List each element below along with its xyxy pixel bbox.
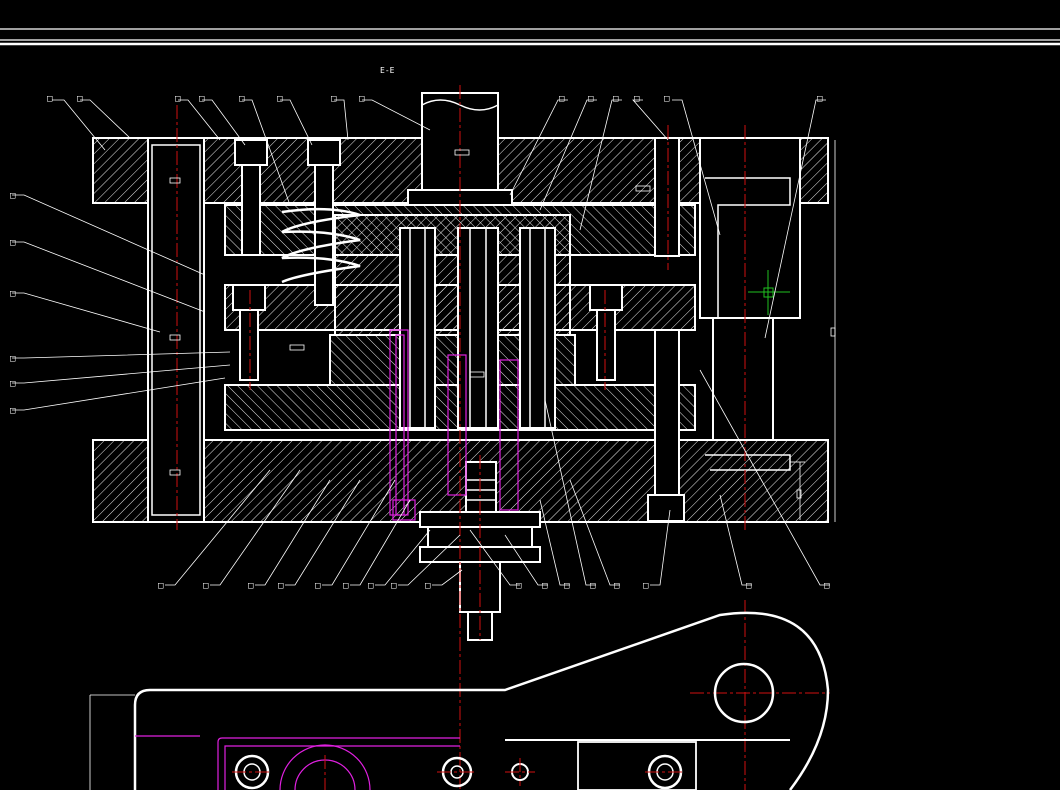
balloon: □: [343, 581, 349, 591]
balloon: □: [391, 581, 397, 591]
cad-cursor: [748, 270, 790, 315]
balloon: □: [10, 379, 16, 389]
balloon: □: [746, 581, 752, 591]
balloon: □: [10, 406, 16, 416]
balloon: □: [559, 94, 565, 104]
balloon: □: [239, 94, 245, 104]
balloon: □: [425, 581, 431, 591]
plan-outline: [133, 611, 830, 790]
guide-post-left: [147, 137, 205, 523]
sheet-border-top: [0, 28, 1060, 46]
side-block-right: [699, 137, 801, 319]
balloon: □: [542, 581, 548, 591]
balloon: □: [664, 94, 670, 104]
balloon: □: [10, 238, 16, 248]
balloon: □: [10, 289, 16, 299]
balloon: □: [158, 581, 164, 591]
balloon: □: [248, 581, 254, 591]
plan-centerlines: [232, 755, 685, 790]
balloon: □: [588, 94, 594, 104]
balloon: □: [564, 581, 570, 591]
balloon: □: [634, 94, 640, 104]
balloon: □: [817, 94, 823, 104]
balloon: □: [199, 94, 205, 104]
balloon: □: [643, 581, 649, 591]
hidden-lines: [389, 329, 519, 521]
leader-lines: [12, 99, 830, 586]
balloon: □: [77, 94, 83, 104]
balloon: □: [516, 581, 522, 591]
balloon: □: [614, 581, 620, 591]
balloon: □: [10, 354, 16, 364]
balloon: □: [175, 94, 181, 104]
die-plan-view: [89, 611, 830, 790]
balloon: □: [331, 94, 337, 104]
balloon: □: [824, 581, 830, 591]
plan-hidden-lines: [135, 735, 460, 790]
balloon: □: [10, 191, 16, 201]
balloon: □: [277, 94, 283, 104]
balloon: □: [590, 581, 596, 591]
centerlines: [176, 85, 830, 790]
balloon: □: [315, 581, 321, 591]
balloon: □: [368, 581, 374, 591]
balloon: □: [47, 94, 53, 104]
spring: [281, 207, 361, 284]
section-label: E-E: [380, 66, 395, 75]
dimension-markers: [169, 140, 836, 522]
item-balloons: □ □ □ □ □ □ □ □ □ □ □ □ □ □ □ □ □ □ □ □ …: [10, 94, 830, 591]
balloon: □: [278, 581, 284, 591]
balloon: □: [613, 94, 619, 104]
balloon: □: [359, 94, 365, 104]
balloon: □: [203, 581, 209, 591]
